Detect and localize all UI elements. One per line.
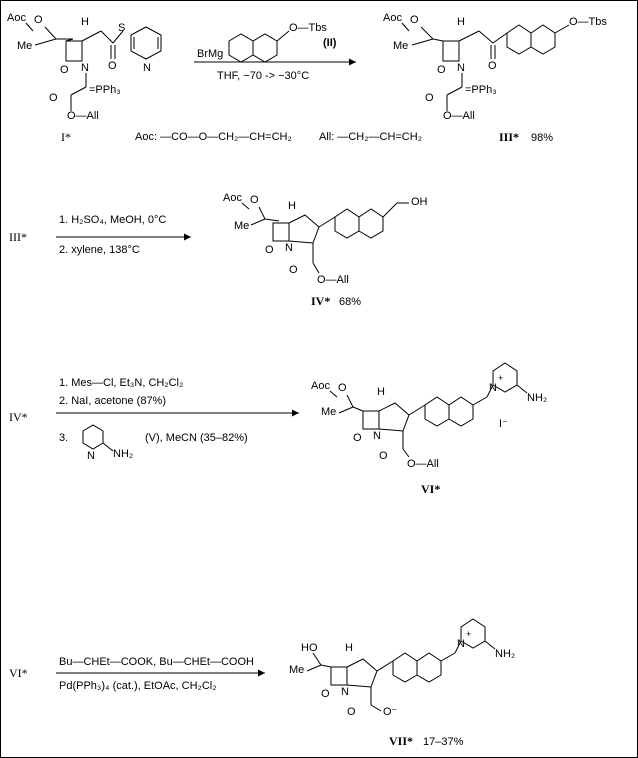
aminopyridine-nitrogen-label: N (87, 450, 95, 462)
otbs-label: O—Tbs (289, 22, 327, 34)
reagent-II-ref: (II) (323, 37, 337, 49)
step4-condition-1: Bu—CHEt—COOK, Bu—CHEt—COOH (59, 656, 254, 668)
sulfur-label: S (118, 22, 125, 34)
aoc-label: Aoc (383, 12, 402, 24)
ketone-oxygen-label: O (488, 60, 497, 72)
lactam-nitrogen-label: N (81, 62, 89, 74)
step3-start-label: IV* (9, 410, 28, 424)
compound-VII: HO Me H N + NH₂ O N O O⁻ VII* 17–37% (289, 618, 515, 748)
compound-IV: Aoc O Me H OH O N O O—All IV* 68% (223, 192, 428, 308)
step3-condition-3-number: 3. (59, 432, 68, 444)
h-label: H (81, 16, 89, 28)
iodide-counterion: I⁻ (499, 418, 508, 430)
ester-co-oxygen-label: O (425, 92, 434, 104)
lactam-nitrogen-label: N (373, 430, 381, 442)
ester-oxygen-label: O (34, 14, 43, 26)
step4-condition-2: Pd(PPh₃)₄ (cat.), EtOAc, CH₂Cl₂ (59, 680, 216, 692)
amino-label: NH₂ (527, 392, 547, 404)
methyl-label: Me (17, 40, 32, 52)
aoc-definition: Aoc: —CO—O—CH₂—CH=CH₂ (135, 131, 292, 143)
lactam-oxygen-label: O (321, 688, 330, 700)
step3-condition-3: (V), MeCN (35–82%) (145, 432, 248, 444)
step1: Aoc O Me H O S N O N =PPh₃ O (7, 12, 607, 144)
h-label: H (457, 16, 465, 28)
lactam-oxygen-label: O (265, 244, 274, 256)
amino-label: NH₂ (495, 648, 515, 660)
h-label: H (288, 200, 296, 212)
reagent-II: BrMg O—Tbs (II) (197, 22, 337, 63)
step3-condition-2: 2. NaI, acetone (87%) (59, 395, 166, 407)
h-label: H (345, 642, 353, 654)
step3: IV* 1. Mes—Cl, Et₃N, CH₂Cl₂ 2. NaI, acet… (9, 362, 547, 496)
step4: VI* Bu—CHEt—COOK, Bu—CHEt—COOH Pd(PPh₃)₄… (9, 618, 515, 748)
oall-label: O—All (443, 110, 475, 122)
compound-III-label: III* (499, 130, 519, 144)
lactam-nitrogen-label: N (341, 686, 349, 698)
step2-start-label: III* (9, 230, 27, 244)
aoc-label: Aoc (7, 12, 26, 24)
compound-III-yield: 98% (531, 132, 553, 144)
h-label: H (377, 386, 385, 398)
hydroxyl-label: HO (301, 642, 318, 654)
compound-VII-yield: 17–37% (423, 736, 464, 748)
hydroxyl-label: OH (411, 196, 428, 208)
methyl-label: Me (321, 406, 336, 418)
compound-I-label: I* (61, 130, 71, 144)
carboxylate-oxygen-label: O (347, 706, 356, 718)
oall-label: O—All (67, 110, 99, 122)
ester-oxygen-label: O (338, 382, 347, 394)
otbs-label: O—Tbs (569, 16, 607, 28)
lactam-oxygen-label: O (353, 432, 362, 444)
compound-VI-label: VI* (421, 482, 440, 496)
oall-label: O—All (317, 274, 349, 286)
methyl-label: Me (289, 664, 304, 676)
compound-IV-yield: 68% (339, 296, 361, 308)
compound-III: Aoc O Me H O O—Tbs O N =PPh₃ O (383, 12, 607, 144)
ester-oxygen-label: O (250, 194, 259, 206)
brmg-label: BrMg (197, 48, 223, 60)
step1-conditions: THF, −70 -> −30°C (217, 70, 309, 82)
thioester-oxygen-label: O (108, 60, 117, 72)
lactam-oxygen-label: O (60, 64, 69, 76)
pyridinium-charge: + (498, 373, 503, 383)
carboxyl-oxygen-label: O (289, 264, 298, 276)
compound-I: Aoc O Me H O S N O N =PPh₃ O (7, 12, 162, 144)
carboxyl-oxygen-label: O (379, 450, 388, 462)
pyridinium-charge: + (466, 629, 471, 639)
methyl-label: Me (234, 220, 249, 232)
methyl-label: Me (393, 40, 408, 52)
oall-label: O—All (407, 458, 439, 470)
all-definition: All: —CH₂—CH=CH₂ (319, 131, 422, 143)
pyridinium-nitrogen-label: N (457, 638, 465, 650)
ylide-pph3-label: =PPh₃ (465, 84, 497, 96)
step2-condition-2: 2. xylene, 138°C (59, 244, 140, 256)
aoc-label: Aoc (311, 380, 330, 392)
ester-oxygen-label: O (410, 14, 419, 26)
pyridyl-nitrogen-label: N (143, 62, 151, 74)
reagent-V: 3. N NH₂ (V), MeCN (35–82%) (59, 424, 248, 462)
ester-co-oxygen-label: O (49, 92, 58, 104)
lactam-oxygen-label: O (437, 64, 446, 76)
ylide-pph3-label: =PPh₃ (89, 84, 121, 96)
lactam-nitrogen-label: N (285, 242, 293, 254)
compound-VI: Aoc O Me H N + NH₂ I⁻ O N O O (311, 362, 547, 496)
step3-condition-1: 1. Mes—Cl, Et₃N, CH₂Cl₂ (59, 377, 183, 389)
compound-VII-label: VII* (389, 734, 413, 748)
step4-start-label: VI* (9, 666, 28, 680)
carboxylate-anion-label: O⁻ (383, 706, 398, 718)
amino-label: NH₂ (113, 448, 133, 460)
pyridinium-nitrogen-label: N (489, 382, 497, 394)
step2: III* 1. H₂SO₄, MeOH, 0°C 2. xylene, 138°… (9, 192, 428, 308)
lactam-nitrogen-label: N (457, 62, 465, 74)
aoc-label: Aoc (223, 192, 242, 204)
step2-condition-1: 1. H₂SO₄, MeOH, 0°C (59, 214, 166, 226)
compound-IV-label: IV* (311, 294, 330, 308)
